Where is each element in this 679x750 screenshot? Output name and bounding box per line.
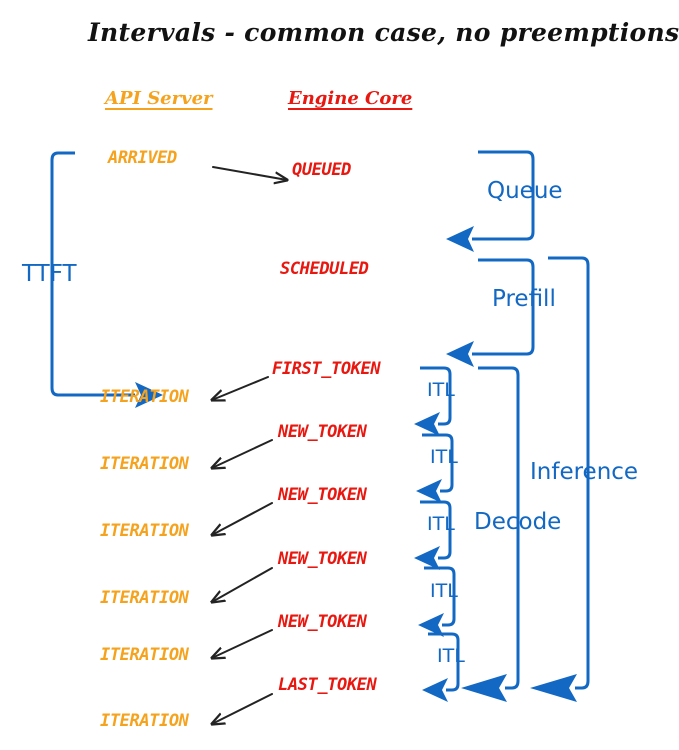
arrowhead-itl-3 — [414, 546, 440, 570]
bracket-queue — [472, 150, 535, 241]
state-arrived: ARRIVED — [108, 148, 177, 168]
state-iteration-5: ITERATION — [100, 645, 189, 665]
interval-label-decode: Decode — [474, 509, 562, 535]
bracket-inference — [548, 256, 590, 690]
column-heading-api-server: API Server — [105, 88, 213, 109]
state-new-token-4: NEW_TOKEN — [278, 612, 367, 632]
bracket-itl-4 — [424, 566, 456, 627]
interval-label-inference: Inference — [530, 459, 639, 485]
bracket-itl-3 — [420, 500, 452, 560]
arrow-last-token-to-iteration — [212, 693, 273, 724]
transition-arrows — [212, 166, 287, 724]
interval-label-ttft: TTFT — [22, 261, 77, 287]
bracket-itl-5 — [428, 632, 460, 692]
bracket-ttft — [50, 151, 135, 397]
interval-label-itl-4: ITL — [430, 580, 458, 602]
arrowhead-itl-4 — [418, 613, 444, 637]
bracket-itl-2 — [422, 433, 454, 493]
arrowhead-decode — [461, 674, 507, 702]
state-new-token-2: NEW_TOKEN — [278, 485, 367, 505]
column-heading-engine-core: Engine Core — [288, 88, 413, 109]
arrow-new-token-to-iteration-4 — [212, 629, 273, 658]
arrowhead-inference — [530, 674, 577, 702]
arrow-new-token-to-iteration-2 — [212, 502, 273, 535]
arrow-new-token-to-iteration-1 — [212, 439, 273, 468]
interval-arrowheads — [135, 226, 577, 702]
state-new-token-1: NEW_TOKEN — [278, 422, 367, 442]
bracket-decode — [478, 366, 520, 690]
bracket-prefill — [472, 258, 535, 356]
state-new-token-3: NEW_TOKEN — [278, 549, 367, 569]
state-iteration-6: ITERATION — [100, 711, 189, 731]
interval-label-itl-5: ITL — [437, 645, 465, 667]
state-iteration-1: ITERATION — [100, 387, 189, 407]
state-iteration-3: ITERATION — [100, 521, 189, 541]
state-iteration-2: ITERATION — [100, 454, 189, 474]
arrowhead-itl-1 — [414, 412, 440, 436]
interval-label-queue: Queue — [487, 178, 563, 204]
interval-brackets — [50, 150, 590, 692]
interval-label-itl-1: ITL — [427, 379, 455, 401]
arrow-first-token-to-iteration — [212, 376, 269, 400]
arrow-new-token-to-iteration-3 — [212, 567, 273, 602]
state-queued: QUEUED — [292, 160, 352, 180]
state-iteration-4: ITERATION — [100, 588, 189, 608]
interval-label-prefill: Prefill — [492, 286, 556, 312]
arrowhead-prefill — [446, 341, 474, 367]
interval-label-itl-3: ITL — [427, 513, 455, 535]
state-first-token: FIRST_TOKEN — [272, 359, 381, 379]
state-last-token: LAST_TOKEN — [278, 675, 377, 695]
state-scheduled: SCHEDULED — [280, 259, 369, 279]
arrowhead-queue — [446, 226, 474, 252]
arrowhead-ttft — [135, 382, 163, 408]
arrow-arrived-to-queued — [212, 166, 287, 180]
bracket-itl-1 — [420, 366, 452, 426]
arrowhead-itl-5 — [422, 678, 448, 702]
page-title: Intervals - common case, no preemptions — [88, 18, 679, 47]
arrowhead-itl-2 — [416, 479, 442, 503]
interval-label-itl-2: ITL — [430, 446, 458, 468]
